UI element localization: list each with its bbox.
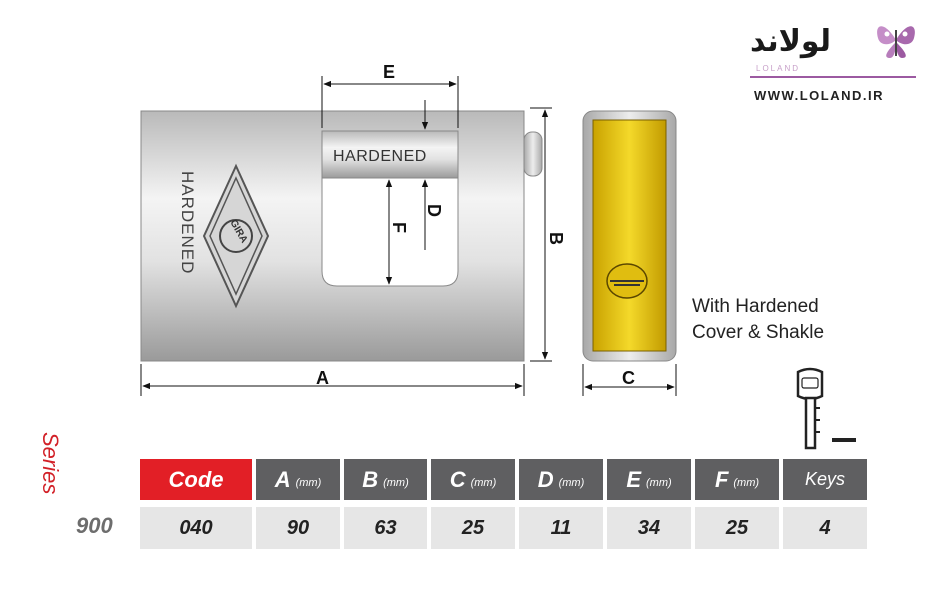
logo-persian-name: لولاند [750, 24, 832, 59]
cell-d: 11 [519, 507, 603, 549]
feature-caption: With Hardened Cover & Shakle [692, 294, 824, 346]
series-label: Series [38, 432, 63, 495]
body-text: HARDENED [178, 171, 197, 274]
butterfly-icon [877, 26, 915, 58]
header-c: C (mm) [431, 459, 515, 500]
cell-keys: 4 [783, 507, 867, 549]
header-code: Code [140, 459, 252, 500]
padlock-front-view: HARDENED HARDENED GIRA [140, 110, 543, 362]
header-b-unit: (mm) [383, 476, 409, 489]
header-keys-label: Keys [804, 469, 846, 489]
header-a: A (mm) [256, 459, 340, 500]
cell-c: 25 [431, 507, 515, 549]
header-c-unit: (mm) [470, 476, 497, 489]
padlock-side-view [582, 110, 677, 362]
header-b-label: B [362, 466, 379, 492]
dim-label-c: C [622, 368, 635, 388]
caption-line-1: With Hardened [692, 296, 819, 317]
cell-f: 25 [695, 507, 779, 549]
header-code-label: Code [168, 466, 224, 492]
header-f-label: F [714, 466, 729, 492]
header-keys: Keys [783, 459, 867, 500]
header-c-label: C [449, 466, 466, 492]
caption-line-2: Cover & Shakle [692, 322, 825, 343]
cell-a: 90 [256, 507, 340, 549]
cell-e: 34 [607, 507, 691, 549]
dim-label-f: F [389, 222, 409, 233]
header-e-label: E [626, 466, 642, 492]
dim-label-a: A [316, 368, 329, 388]
series-value: 900 [76, 513, 113, 538]
cell-code: 040 [140, 507, 252, 549]
gira-badge: GIRA [202, 163, 270, 309]
shackle-bar [321, 130, 459, 179]
header-d-label: D [537, 466, 554, 492]
dimension-lines [140, 76, 677, 396]
header-d-unit: (mm) [558, 476, 585, 489]
header-e: E (mm) [607, 459, 691, 500]
header-a-label: A [274, 466, 291, 492]
logo-english-name: LOLAND [756, 64, 801, 73]
key-icon [796, 367, 856, 450]
header-d: D (mm) [519, 459, 603, 500]
shackle-text: HARDENED [333, 148, 427, 165]
brand-logo: لولاند LOLAND WWW.LOLAND.IR [750, 16, 925, 106]
header-f-unit: (mm) [733, 476, 760, 489]
dim-label-e: E [383, 62, 395, 82]
dim-label-b: B [546, 232, 566, 245]
website-url[interactable]: WWW.LOLAND.IR [754, 88, 884, 103]
shackle-end [523, 131, 543, 177]
header-f: F (mm) [695, 459, 779, 500]
dimension-labels: E D F B A C [316, 62, 635, 388]
header-e-unit: (mm) [646, 476, 672, 489]
header-b: B (mm) [344, 459, 427, 500]
header-a-unit: (mm) [295, 476, 322, 489]
padlock-drawing: HARDENED HARDENED GIRA [140, 62, 677, 396]
logo-underline [750, 76, 916, 78]
dim-label-d: D [424, 204, 444, 217]
cell-b: 63 [344, 507, 427, 549]
